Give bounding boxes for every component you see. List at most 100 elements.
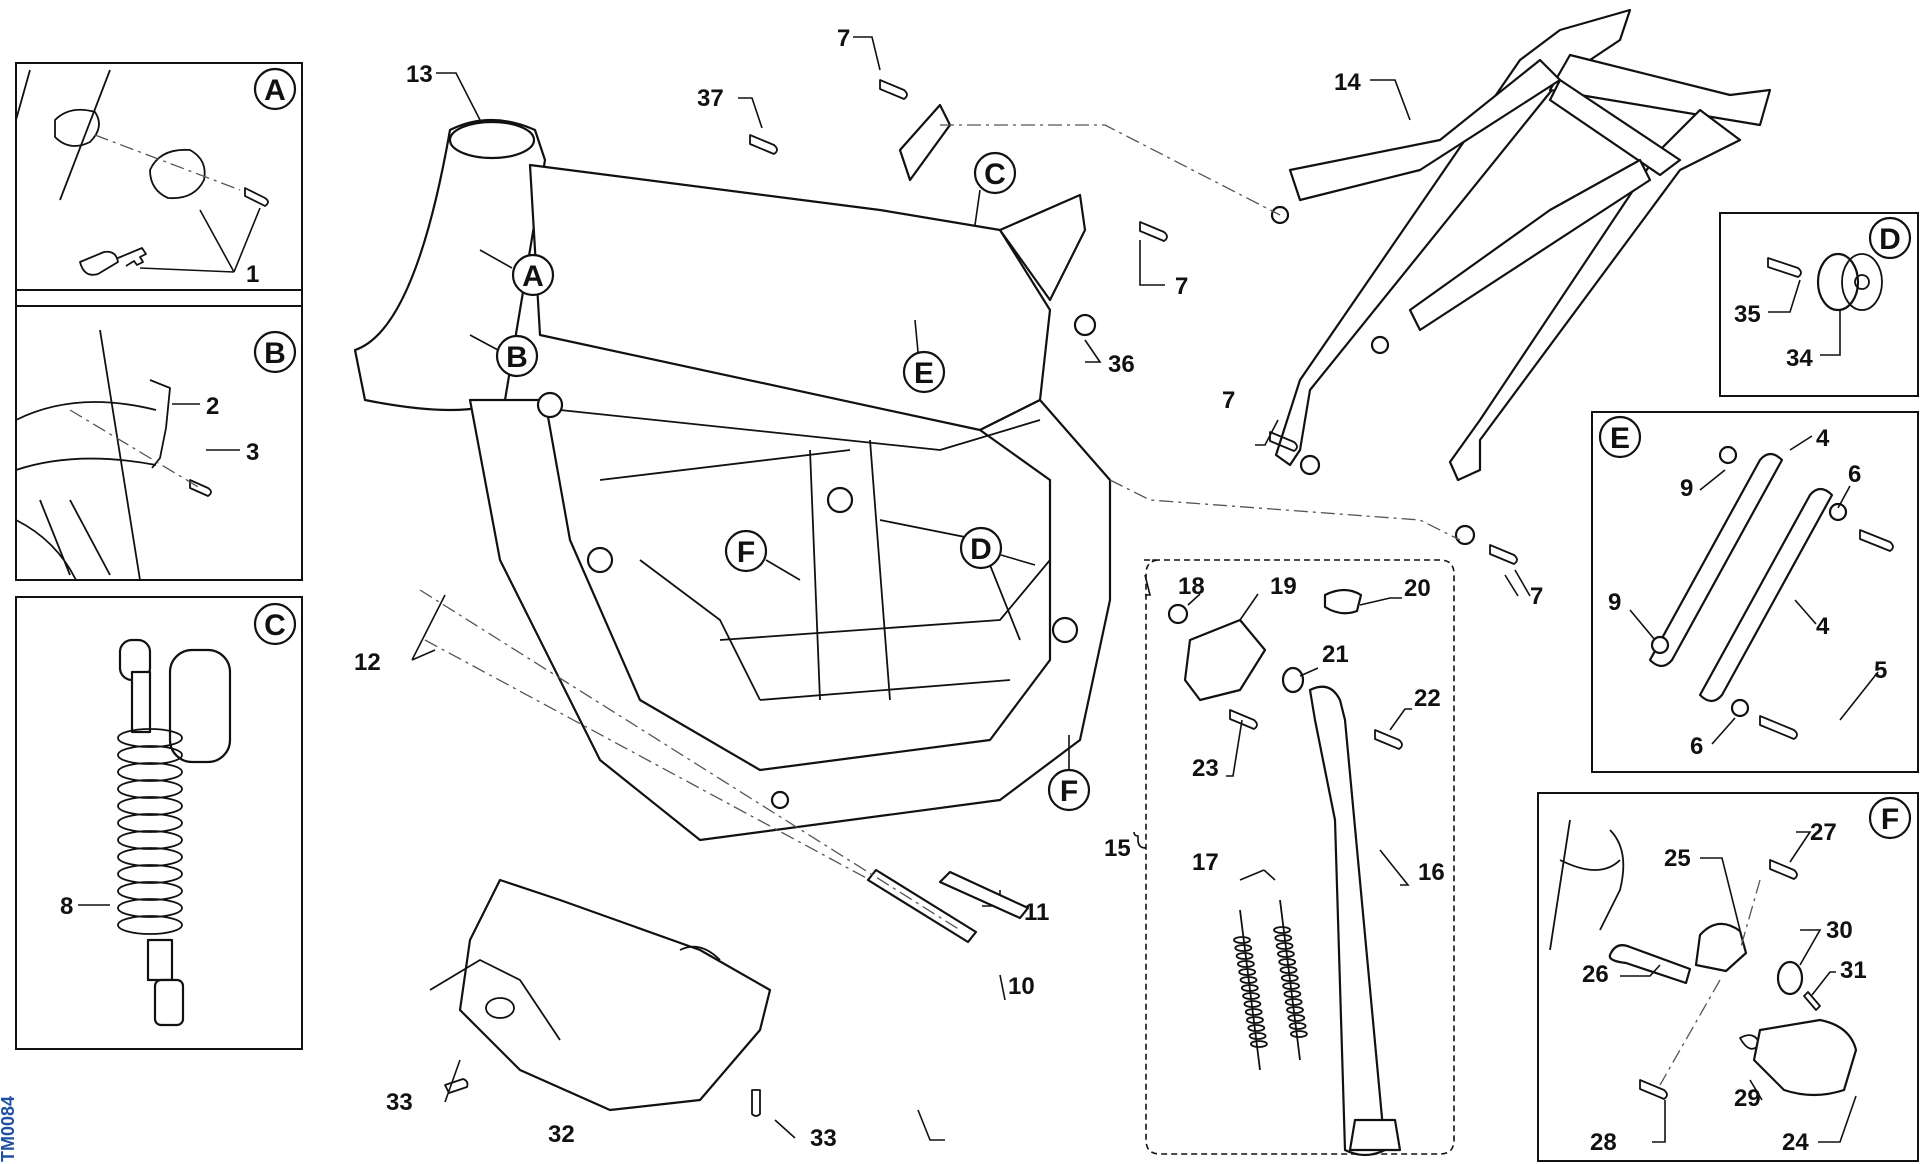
pin-26-shape: [1608, 944, 1692, 985]
stand-bracket-19: [1183, 618, 1267, 702]
screw-3-shape: [189, 479, 212, 497]
part-label-37: 37: [697, 85, 724, 112]
stand-spring-coil: [1287, 1014, 1306, 1022]
part-label-11: 11: [1024, 899, 1049, 926]
part-label-7-subframe: 7: [1222, 387, 1235, 414]
part-label-7-top: 7: [837, 25, 850, 52]
bolt-35-shape: [1767, 257, 1802, 278]
link-4-upper: [1648, 452, 1784, 668]
stand-spring-coil: [1238, 968, 1257, 976]
frame-callout-d: D: [970, 533, 992, 566]
detail-box-f: [1537, 792, 1919, 1162]
part-label-15: 15: [1104, 835, 1131, 862]
bushing-21: [1281, 666, 1305, 694]
frame-callout-a: A: [522, 260, 544, 293]
detail-letter-d: D: [1879, 223, 1901, 256]
stand-spring-coil: [1290, 1030, 1308, 1038]
bolt-28-shape: [1639, 1079, 1668, 1100]
stand-spring-coil: [1233, 936, 1251, 944]
spring-pin-31-shape: [1803, 991, 1821, 1011]
bracket-25-shape: [1694, 922, 1748, 973]
stand-spring-coil: [1274, 934, 1293, 942]
part-label-3: 3: [246, 439, 259, 466]
stand-spring-coil: [1278, 958, 1297, 966]
skid-plate-32: [429, 878, 772, 1117]
part-label-26: 26: [1582, 961, 1609, 988]
part-label-4b: 4: [1816, 613, 1830, 640]
shock-spring-coil: [117, 881, 183, 901]
stand-spring-coil: [1240, 984, 1259, 992]
ignition-key-shape: [79, 247, 147, 276]
part-label-27: 27: [1810, 819, 1837, 846]
bolt-11-shape: [938, 870, 1030, 920]
part-label-5: 5: [1874, 657, 1887, 684]
detail-box-b: [15, 289, 303, 581]
rear-bracket-shape: [998, 193, 1087, 302]
shock-spring-coil: [117, 813, 183, 833]
part-label-36: 36: [1108, 351, 1135, 378]
part-label-9a: 9: [1680, 475, 1693, 502]
shock-spring-coil: [117, 779, 183, 799]
stand-spring-coil: [1235, 952, 1254, 960]
stand-spring-coil: [1277, 950, 1295, 958]
washer-30-shape: [1776, 960, 1804, 996]
stand-spring-coil: [1288, 1022, 1307, 1030]
lock-pin-shape: [244, 187, 269, 207]
part-label-32: 32: [548, 1121, 575, 1148]
stand-spring-coil: [1244, 1008, 1263, 1016]
detail-letter-f: F: [1881, 803, 1899, 836]
frame-callout-b: B: [506, 341, 528, 374]
upper-bracket-shape: [898, 103, 952, 182]
part-label-33-right: 33: [810, 1125, 837, 1152]
shock-spring-coil: [117, 847, 183, 867]
part-label-8: 8: [60, 893, 73, 920]
part-label-25: 25: [1664, 845, 1691, 872]
part-label-20: 20: [1404, 575, 1431, 602]
shock-spring-coil: [117, 728, 183, 748]
wire-clip-shape: [149, 379, 171, 469]
stand-spring-coil: [1284, 998, 1303, 1006]
figure-code: TM0084: [0, 1096, 18, 1162]
stand-spring-coil: [1283, 990, 1302, 998]
stand-spring-coil: [1286, 1006, 1304, 1014]
detail-bubble-d: [1868, 216, 1912, 260]
stand-spring-coil: [1275, 942, 1294, 950]
part-label-19: 19: [1270, 573, 1297, 600]
detail-bubble-b: [253, 330, 297, 374]
stand-spring-coil: [1248, 1032, 1267, 1040]
part-label-24: 24: [1782, 1129, 1809, 1156]
detail-letter-a: A: [264, 74, 286, 107]
bolt-10-shape: [866, 868, 978, 944]
part-label-29: 29: [1734, 1085, 1761, 1112]
shock-spring-coil: [117, 762, 183, 782]
part-label-21: 21: [1322, 641, 1349, 668]
detail-view-d: D 35 34: [1719, 212, 1919, 397]
shock-spring-coil: [117, 830, 183, 850]
stand-spring-coil: [1279, 966, 1298, 974]
top-rail-shape: [528, 163, 1052, 432]
part-label-13: 13: [406, 61, 433, 88]
part-label-1: 1: [246, 261, 259, 288]
frame-callouts: A B C E F D F: [469, 151, 1091, 812]
detail-bubble-a: [253, 67, 297, 111]
detail-bubble-e: [1598, 415, 1642, 459]
detail-box-d: [1719, 212, 1919, 397]
part-label-7-right: 7: [1175, 273, 1188, 300]
steering-head-shape: [353, 118, 547, 412]
cradle-shape: [468, 398, 1112, 842]
link-4-lower: [1698, 487, 1834, 703]
part-label-16: 16: [1418, 859, 1445, 886]
part-label-30: 30: [1826, 917, 1853, 944]
detail-box-a: [15, 62, 303, 307]
part-label-33-left: 33: [386, 1089, 413, 1116]
lock-cylinder-shape: [149, 148, 206, 200]
detail-box-c: [15, 596, 303, 1050]
frame-callout-f-right: F: [1060, 775, 1078, 808]
detail-view-a: A 1: [15, 62, 303, 307]
shock-spring-coil: [117, 898, 183, 918]
part-label-17: 17: [1192, 849, 1219, 876]
stand-spring-coil: [1250, 1040, 1268, 1048]
part-label-23: 23: [1192, 755, 1219, 782]
side-stand-group-15: 15 18 19 20 21 22 23 17 16: [1104, 559, 1455, 1157]
